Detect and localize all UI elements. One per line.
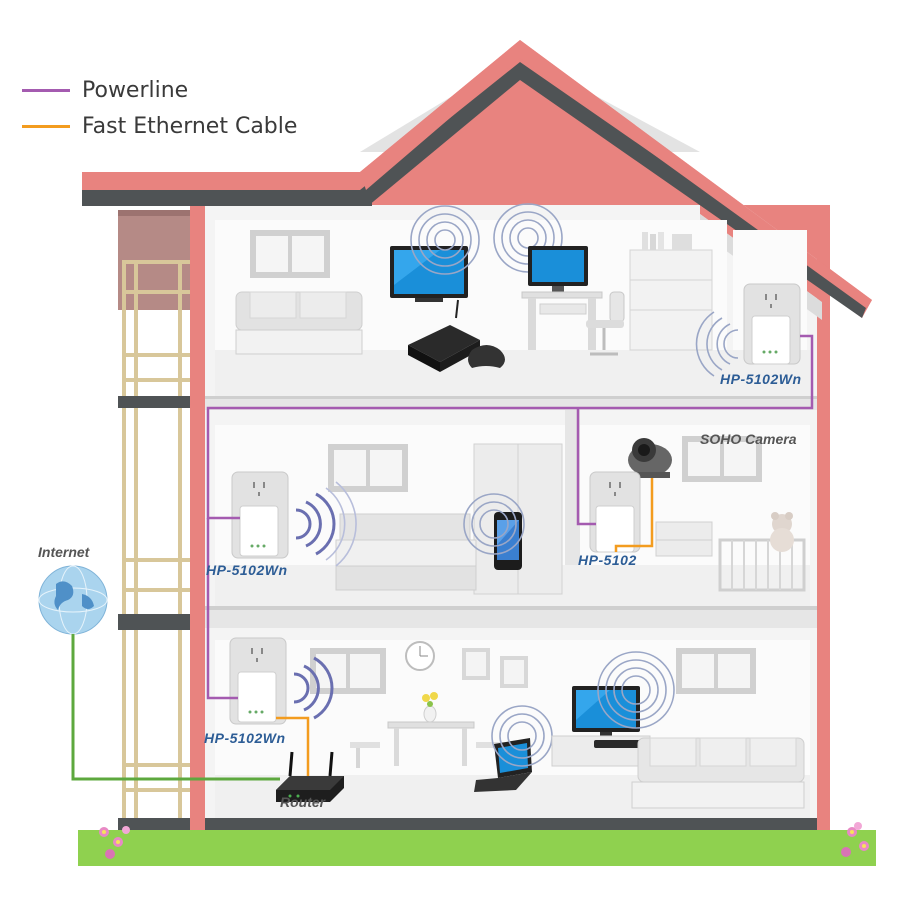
top-floor-window bbox=[250, 230, 330, 278]
ground-window-right bbox=[676, 648, 756, 694]
wifi-waves-tv bbox=[597, 651, 675, 729]
top-floor-slab bbox=[205, 396, 817, 410]
crib bbox=[718, 512, 806, 592]
wifi-waves-ground-adapter bbox=[293, 656, 334, 720]
label-ground-adapter: HP-5102Wn bbox=[204, 730, 286, 746]
wifi-waves-bedroom-adapter bbox=[295, 492, 336, 556]
powerline-adapter-ground bbox=[229, 637, 287, 725]
soho-camera bbox=[628, 438, 672, 478]
legend-label-ethernet: Fast Ethernet Cable bbox=[82, 113, 298, 139]
sofa-ground bbox=[631, 737, 805, 809]
tv-stand bbox=[551, 735, 651, 767]
picture-frames bbox=[462, 648, 528, 688]
bookshelf bbox=[629, 232, 713, 351]
globe-icon bbox=[38, 565, 108, 635]
powerline-cables bbox=[206, 334, 814, 700]
bed bbox=[335, 513, 477, 591]
legend-label-powerline: Powerline bbox=[82, 77, 189, 103]
legend-item-ethernet: Fast Ethernet Cable bbox=[22, 108, 297, 144]
grass bbox=[78, 830, 876, 866]
legend: Powerline Fast Ethernet Cable bbox=[22, 72, 297, 144]
label-internet: Internet bbox=[38, 544, 90, 560]
roof bbox=[82, 40, 872, 318]
sofa-top bbox=[235, 291, 363, 355]
legend-swatch-powerline bbox=[22, 88, 70, 92]
powerline-adapter-nursery bbox=[589, 471, 641, 553]
game-console bbox=[408, 299, 505, 372]
ethernet-cables bbox=[276, 478, 654, 776]
powerline-adapter-top bbox=[743, 283, 801, 365]
dining-table bbox=[350, 692, 506, 768]
powerline-adapter-bedroom bbox=[231, 471, 289, 559]
flowers-left bbox=[99, 826, 130, 859]
bedroom-window bbox=[328, 444, 408, 492]
label-top-adapter: HP-5102Wn bbox=[720, 371, 802, 387]
label-soho-camera: SOHO Camera bbox=[700, 431, 797, 447]
router bbox=[276, 751, 344, 802]
tv-top bbox=[390, 246, 468, 302]
wall-clock bbox=[405, 641, 435, 671]
wifi-waves-top-adapter bbox=[695, 311, 739, 377]
flowers-right bbox=[841, 822, 869, 857]
label-bedroom-adapter: HP-5102Wn bbox=[206, 562, 288, 578]
dresser bbox=[655, 521, 713, 557]
ground-window-left bbox=[310, 648, 386, 694]
legend-item-powerline: Powerline bbox=[22, 72, 297, 108]
middle-floor-slab bbox=[205, 606, 817, 628]
legend-swatch-ethernet bbox=[22, 124, 70, 128]
wifi-waves-phone bbox=[463, 493, 525, 555]
internet-cable bbox=[71, 634, 280, 781]
label-nursery-adapter: HP-5102 bbox=[578, 552, 637, 568]
office-chair bbox=[586, 291, 625, 356]
label-router: Router bbox=[280, 794, 326, 810]
balcony bbox=[118, 210, 192, 830]
nursery-window bbox=[682, 436, 762, 482]
